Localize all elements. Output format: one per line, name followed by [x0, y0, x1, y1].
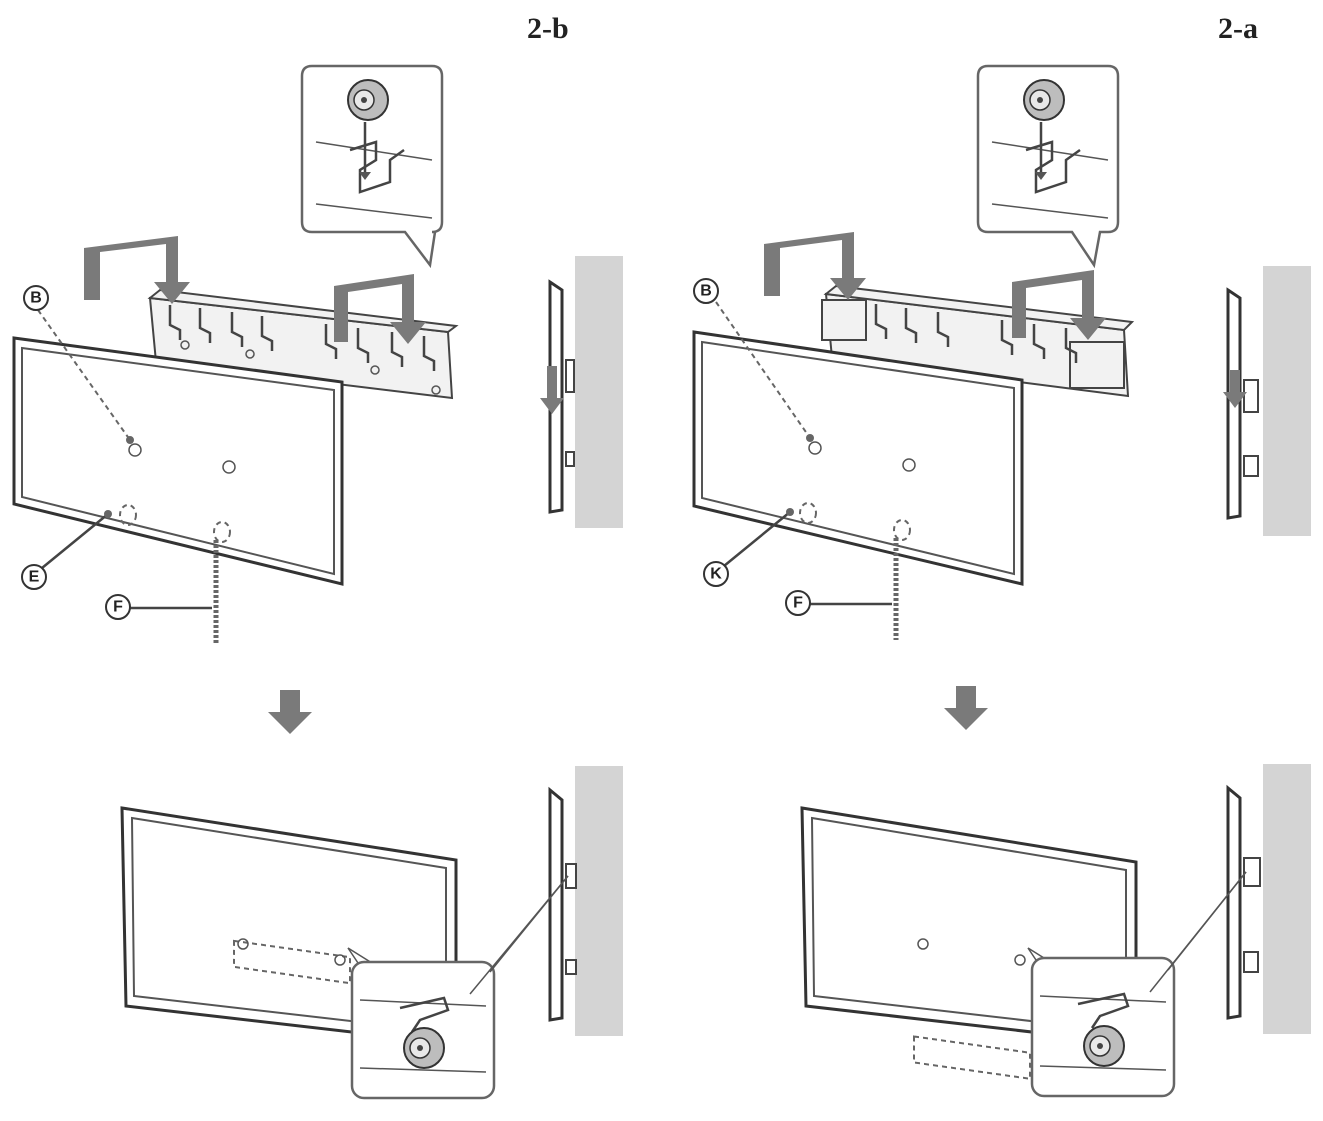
side-view-lower-2a — [1149, 764, 1311, 1034]
step-label-2b: 2-b — [527, 12, 569, 45]
zoom-bubble-hook-2a — [976, 64, 1120, 269]
side-view-lower-2b — [469, 766, 623, 1036]
side-view-upper-2a — [1223, 266, 1311, 536]
down-arrow-icon — [84, 236, 426, 344]
down-arrow-icon — [944, 686, 988, 730]
hook-icon — [349, 140, 405, 194]
callout-e-2b: E — [21, 510, 112, 590]
callout-b-2a: B — [693, 278, 814, 442]
step-label-2a: 2-a — [1218, 12, 1258, 45]
callout-letter-k: K — [710, 566, 722, 583]
callout-f-2b: F — [105, 540, 219, 644]
callout-letter-e: E — [29, 569, 40, 586]
spacer-icon — [1083, 1025, 1125, 1067]
side-view-upper-2b — [540, 256, 623, 528]
zoom-bubble-spacer-2b — [347, 947, 496, 1100]
panel-2a: B K F — [692, 64, 1311, 1098]
hook-icon — [1025, 140, 1081, 194]
wall-bracket-2a — [821, 284, 1135, 398]
down-arrow-icon — [268, 690, 312, 734]
wall-bracket-2b — [147, 288, 459, 400]
spacer-icon — [403, 1027, 445, 1069]
callout-letter-f: F — [113, 599, 123, 616]
panel-2b: B E F — [12, 64, 623, 1100]
callout-letter-f: F — [793, 595, 803, 612]
callout-f-2a: F — [785, 538, 899, 640]
zoom-bubble-hook-2b — [300, 64, 444, 269]
callout-b-2b: B — [23, 285, 134, 444]
callout-k-2a: K — [703, 508, 794, 587]
tv-back-2a — [692, 330, 1024, 586]
down-arrow-icon — [764, 232, 1106, 340]
callout-letter-b: B — [30, 290, 42, 307]
zoom-bubble-spacer-2a — [1027, 947, 1176, 1098]
callout-letter-b: B — [700, 283, 712, 300]
spacer-icon — [347, 79, 389, 121]
tv-back-2b — [12, 336, 344, 586]
spacer-icon — [1023, 79, 1065, 121]
